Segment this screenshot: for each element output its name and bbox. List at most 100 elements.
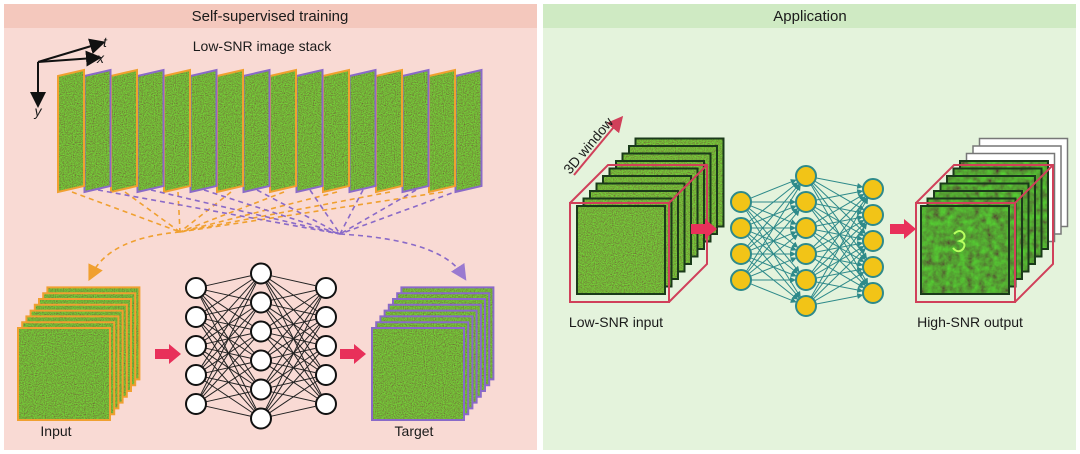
window-direction-arrow — [573, 115, 624, 176]
right-panel-title: Application — [773, 8, 846, 25]
low-snr-image-stack — [57, 68, 483, 194]
network-edge — [200, 311, 256, 396]
network-edge — [269, 380, 318, 414]
network-edge — [265, 297, 322, 410]
network-edge — [812, 195, 866, 248]
stack-label: Low-SNR image stack — [193, 38, 332, 54]
network-edge — [810, 197, 869, 298]
network-node — [730, 243, 752, 265]
dashed-line-odd — [124, 191, 181, 233]
network-node — [795, 191, 817, 213]
training-network — [185, 262, 337, 430]
axis-t-label: t — [103, 34, 108, 50]
network-edge — [750, 257, 797, 277]
dashed-line-odd — [179, 191, 285, 233]
target-arrow — [339, 233, 467, 281]
network-edge — [265, 325, 321, 411]
network-to-target-arrow — [340, 344, 366, 364]
time-frame — [242, 68, 271, 194]
network-node — [795, 269, 817, 291]
input-to-network-arrow — [691, 219, 717, 239]
network-edge — [811, 197, 868, 273]
network-node — [795, 243, 817, 265]
network-node — [250, 407, 272, 430]
network-edge — [205, 405, 251, 417]
network-edge — [748, 234, 799, 275]
network-edge — [750, 179, 797, 199]
network-edge — [202, 281, 255, 339]
axis-x-label: x — [96, 50, 105, 66]
time-frame — [322, 68, 350, 194]
sampling-connectors — [71, 189, 467, 282]
dashed-line-odd — [179, 191, 232, 233]
time-frame — [401, 68, 430, 194]
network-to-output-arrow — [890, 219, 916, 239]
network-edge — [750, 283, 797, 303]
input-substack — [17, 286, 141, 421]
network-node — [730, 217, 752, 239]
network-edge — [267, 353, 320, 412]
dashed-line-even — [97, 189, 341, 235]
training-flow-arrows — [155, 344, 366, 364]
network-node — [315, 277, 337, 299]
network-edge — [202, 339, 255, 397]
window-cube-edges — [569, 164, 708, 303]
dashed-line-odd — [179, 191, 338, 233]
dashed-line-odd — [177, 191, 181, 233]
network-edge — [270, 275, 316, 287]
time-frame — [57, 68, 85, 194]
network-node — [795, 295, 817, 317]
network-node — [730, 269, 752, 291]
time-frame — [375, 68, 403, 194]
cell-highlight — [952, 230, 966, 253]
network-node — [185, 393, 207, 415]
network-edge — [748, 182, 799, 223]
input-label: Input — [40, 423, 71, 439]
target-label: Target — [395, 423, 434, 439]
network-node — [250, 262, 272, 285]
network-edge — [814, 272, 865, 302]
time-frame — [83, 68, 112, 194]
dashed-line-even — [339, 189, 461, 235]
window-cube-front — [915, 202, 1016, 303]
time-frame — [163, 68, 191, 194]
output-frame — [920, 205, 1010, 295]
network-edge — [200, 282, 256, 367]
network-edge — [815, 293, 864, 305]
time-frame — [136, 68, 165, 194]
axes-icon — [30, 38, 106, 108]
dashed-line-even — [256, 189, 341, 235]
time-frame — [110, 68, 138, 194]
time-frame — [348, 68, 377, 194]
target-substack — [371, 286, 495, 421]
network-edge — [747, 183, 800, 247]
network-node — [862, 204, 884, 226]
network-node — [250, 320, 272, 343]
axis-y-label: y — [34, 103, 43, 119]
network-node — [315, 364, 337, 386]
network-edge — [815, 189, 864, 201]
network-node — [730, 191, 752, 213]
network-node — [862, 178, 884, 200]
network-edge — [270, 289, 316, 301]
network-edge — [811, 223, 868, 299]
low-snr-input-stack — [569, 137, 725, 303]
network-edge — [204, 366, 253, 399]
network-node — [185, 335, 207, 357]
dashed-line-odd — [71, 191, 181, 233]
network-node — [185, 277, 207, 299]
input-to-network-arrow — [155, 344, 181, 364]
input-arrow — [88, 231, 181, 282]
time-frame — [295, 68, 324, 194]
window-cube-front — [569, 202, 670, 303]
network-node — [315, 393, 337, 415]
network-node — [315, 335, 337, 357]
network-edge — [269, 293, 318, 327]
right-panel-header — [543, 4, 1076, 28]
target-frame — [371, 327, 465, 421]
dashed-line-even — [203, 189, 341, 235]
high-snr-output-label: High-SNR output — [917, 314, 1023, 330]
network-node — [862, 256, 884, 278]
